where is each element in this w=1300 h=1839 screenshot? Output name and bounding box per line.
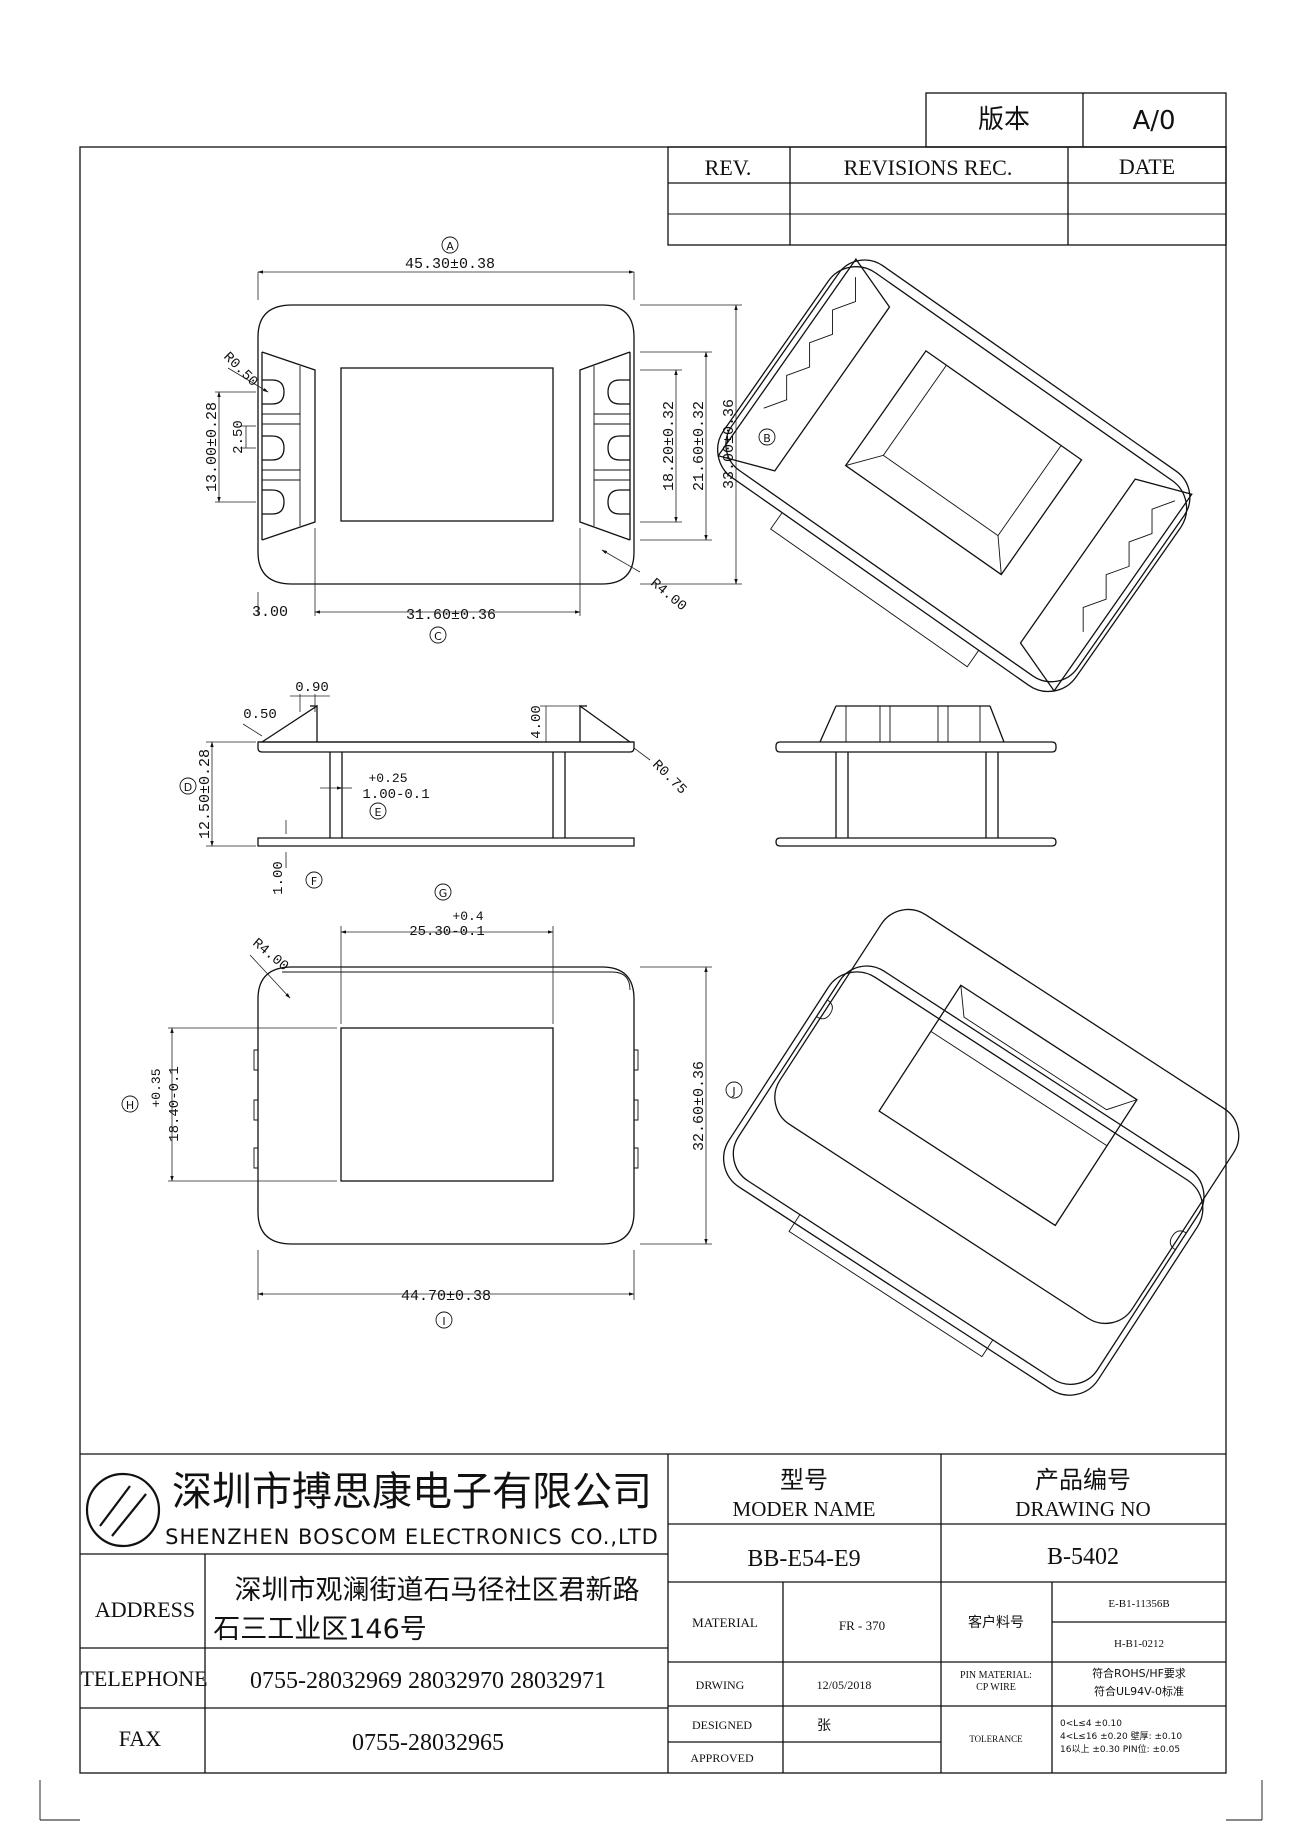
tolerance-line-3: 16以上 ±0.30 PIN位: ±0.05	[1060, 1743, 1180, 1755]
tolerance-label: TOLERANCE	[969, 1734, 1023, 1744]
drwing-date: 12/05/2018	[817, 1678, 872, 1692]
crop-marks	[39, 1780, 1263, 1821]
designed-value: 张	[817, 1718, 831, 1734]
svg-text:B: B	[763, 432, 771, 445]
callout-E: E	[369, 802, 387, 820]
drawing-label-en: DRAWING NO	[1015, 1497, 1150, 1521]
company-name-cn: 深圳市搏思康电子有限公司	[172, 1469, 652, 1515]
dim-wall-h: 4.00	[529, 705, 545, 739]
top-view: 45.30±0.38 33.00±0.36 21.60±0.32 18.20±0…	[204, 256, 742, 624]
svg-text:A: A	[446, 240, 454, 253]
fax-value: 0755-28032965	[352, 1730, 504, 1756]
address-line1: 深圳市观澜街道石马径社区君新路	[235, 1575, 640, 1606]
telephone-value: 0755-28032969 28032970 28032971	[250, 1668, 606, 1694]
address-line2: 石三工业区146号	[213, 1614, 427, 1645]
callout-D: D	[179, 777, 197, 795]
svg-text:F: F	[311, 875, 317, 888]
svg-text:G: G	[439, 887, 448, 900]
callout-H: H	[121, 1095, 139, 1113]
dim-window-h-tol: +0.35	[149, 1068, 164, 1107]
svg-text:E: E	[375, 806, 382, 819]
dim-bottom-corner: R4.00	[249, 936, 291, 975]
pin-material-label: PIN MATERIAL:	[960, 1670, 1032, 1681]
svg-text:I: I	[442, 1315, 445, 1328]
svg-text:C: C	[434, 630, 442, 643]
material-value: FR - 370	[839, 1618, 885, 1633]
version-box: 版本 A/0	[925, 92, 1227, 148]
dim-inner-width: 31.60±0.36	[406, 607, 496, 624]
dim-window-w: 25.30-0.1	[409, 924, 485, 940]
side-view-front: 0.90 0.50 4.00 R0.75 12.50±0.28 +0.25 1.…	[197, 680, 689, 895]
fax-label: FAX	[119, 1726, 161, 1751]
dim-flange-inset: 3.00	[252, 604, 288, 621]
company-name-en: SHENZHEN BOSCOM ELECTRONICS CO.,LTD	[165, 1525, 659, 1549]
callout-G: G	[434, 883, 452, 901]
drawing-label-cn: 产品编号	[1035, 1466, 1131, 1494]
approved-label: APPROVED	[690, 1751, 754, 1765]
material-label: MATERIAL	[692, 1615, 758, 1630]
dim-width: 45.30±0.38	[405, 256, 495, 273]
side-view-right	[775, 705, 1057, 847]
dim-wall-t-tol: +0.25	[368, 771, 407, 786]
title-block: 深圳市搏思康电子有限公司 SHENZHEN BOSCOM ELECTRONICS…	[80, 1453, 1226, 1773]
callout-C: C	[429, 626, 447, 644]
dim-height-side: 12.50±0.28	[197, 749, 214, 839]
version-label: 版本	[978, 105, 1030, 135]
dim-window-w-tol: +0.4	[452, 909, 483, 924]
address-label: ADDRESS	[95, 1597, 195, 1622]
dim-window-h: 18.40-0.1	[167, 1066, 183, 1142]
version-value: A/0	[1132, 106, 1175, 136]
top-view-flange-outline	[257, 304, 635, 585]
svg-text:H: H	[126, 1099, 134, 1112]
dim-slot-span: 21.60±0.32	[691, 401, 708, 491]
iso-view-top	[717, 257, 1193, 693]
dim-corner-small: R0.50	[220, 349, 261, 390]
dim-bottom-height: 32.60±0.36	[691, 1061, 708, 1151]
iso-view-bottom	[723, 908, 1240, 1396]
top-view-window	[340, 367, 554, 522]
date-header: DATE	[1119, 154, 1175, 179]
model-label-cn: 型号	[780, 1466, 828, 1494]
revision-table: REV. REVISIONS REC. DATE	[667, 146, 1227, 246]
drawing-value: B-5402	[1047, 1544, 1119, 1570]
dim-top-w: 0.90	[295, 680, 329, 696]
dim-height-total: 33.00±0.36	[721, 399, 738, 489]
dim-slot-inner: 18.20±0.32	[661, 401, 678, 491]
customer-code-2: H-B1-0212	[1114, 1638, 1164, 1650]
bottom-view-window	[340, 1027, 554, 1182]
dim-radius: R0.75	[648, 757, 689, 798]
dim-corner-outer: R4.00	[647, 576, 689, 615]
callout-J: J	[725, 1081, 743, 1099]
customer-label: 客户料号	[968, 1614, 1024, 1631]
sheet-border	[79, 146, 1227, 1774]
svg-text:D: D	[184, 781, 192, 794]
pin-material-wire: CP WIRE	[976, 1682, 1016, 1693]
dim-wall-t: 1.00-0.1	[362, 787, 429, 803]
bottom-view: R4.00 +0.4 25.30-0.1 +0.35 18.40-0.1 32.…	[149, 909, 712, 1305]
designed-label: DESIGNED	[692, 1718, 752, 1732]
dim-bottom-width: 44.70±0.38	[401, 1288, 491, 1305]
dim-pitch: 2.50	[231, 420, 247, 454]
dim-left-block: 13.00±0.28	[204, 402, 221, 492]
dim-top-lip: 0.50	[243, 707, 277, 723]
company-logo	[85, 1472, 161, 1548]
callout-A: A	[441, 236, 459, 254]
drwing-label: DRWING	[696, 1678, 745, 1692]
revisions-rec-header: REVISIONS REC.	[844, 155, 1013, 180]
svg-text:J: J	[731, 1085, 735, 1098]
pin-note-2: 符合UL94V-0标准	[1094, 1684, 1184, 1698]
rev-header: REV.	[705, 155, 752, 180]
customer-code-1: E-B1-11356B	[1108, 1598, 1169, 1610]
telephone-label: TELEPHONE	[80, 1666, 207, 1691]
callout-F: F	[305, 871, 323, 889]
pin-note-1: 符合ROHS/HF要求	[1092, 1666, 1186, 1680]
model-value: BB-E54-E9	[747, 1546, 860, 1572]
callout-B: B	[758, 428, 776, 446]
dim-bottom-t: 1.00	[271, 861, 287, 895]
model-label-en: MODER NAME	[733, 1497, 876, 1521]
tolerance-line-1: 0<L≤4 ±0.10	[1060, 1719, 1122, 1729]
callout-I: I	[435, 1311, 453, 1329]
tolerance-line-2: 4<L≤16 ±0.20 壁厚: ±0.10	[1060, 1730, 1182, 1742]
